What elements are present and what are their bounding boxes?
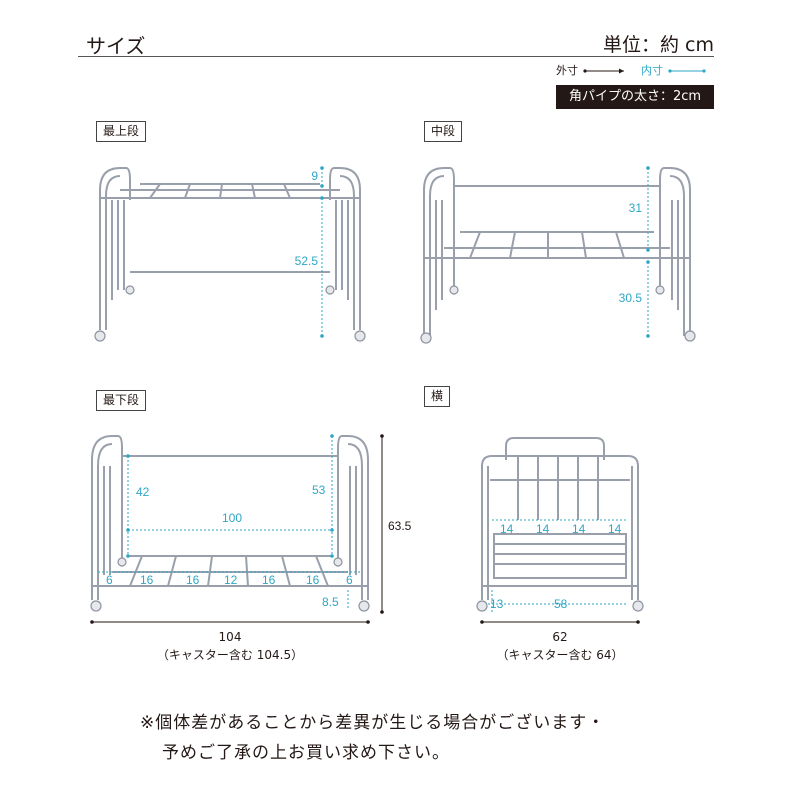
dim-middle-31: 31 bbox=[629, 201, 643, 215]
side-width: 62 bbox=[552, 630, 568, 644]
legend-outer-arrow-icon bbox=[582, 68, 624, 74]
legend-inner-label: 内寸 bbox=[641, 64, 663, 77]
side-spacing-value: 14 bbox=[572, 522, 586, 536]
label-bottom-shelf: 最下段 bbox=[96, 390, 147, 411]
bottom-width: 104 bbox=[218, 630, 242, 644]
side-width-casters: （キャスター含む 64） bbox=[496, 648, 624, 662]
spacing-value: 12 bbox=[224, 573, 238, 587]
dim-top-52-5: 52.5 bbox=[295, 254, 319, 268]
spacing-value: 6 bbox=[346, 573, 353, 587]
spacing-value: 6 bbox=[106, 573, 113, 587]
dim-middle-30-5: 30.5 bbox=[619, 291, 643, 305]
bottom-width-casters: （キャスター含む 104.5） bbox=[156, 648, 304, 662]
spacing-value: 16 bbox=[140, 573, 154, 587]
side-spacing-value: 14 bbox=[536, 522, 550, 536]
dim-side-13: 13 bbox=[490, 597, 504, 611]
dim-bottom-63-5: 63.5 bbox=[388, 519, 412, 533]
dim-bottom-42: 42 bbox=[136, 485, 150, 499]
dim-bottom-100: 100 bbox=[222, 511, 242, 525]
bottom-spacings: 6 16 16 12 16 16 6 bbox=[106, 573, 353, 587]
dim-bottom-53: 53 bbox=[312, 483, 326, 497]
page-title: サイズ bbox=[86, 34, 146, 58]
header-divider bbox=[78, 56, 714, 57]
legend-outer-label: 外寸 bbox=[556, 64, 578, 77]
dim-side-58: 58 bbox=[554, 597, 568, 611]
spacing-value: 16 bbox=[186, 573, 200, 587]
label-middle-shelf: 中段 bbox=[424, 121, 463, 142]
legend-inner-arrow-icon bbox=[667, 69, 706, 73]
spacing-value: 16 bbox=[262, 573, 276, 587]
unit-label: 単位：約 cm bbox=[603, 34, 714, 56]
label-top-shelf: 最上段 bbox=[96, 121, 147, 142]
legend-outer: 外寸 bbox=[556, 62, 626, 78]
side-spacing-value: 14 bbox=[608, 522, 622, 536]
dim-top-9: 9 bbox=[311, 169, 318, 183]
disclaimer-line-1: ※個体差があることから差異が生じる場合がございます・ bbox=[140, 713, 606, 733]
label-side-view: 横 bbox=[424, 386, 451, 407]
dim-bottom-8-5: 8.5 bbox=[322, 595, 339, 609]
disclaimer-line-2: 予めご了承の上お買い求め下さい。 bbox=[162, 743, 450, 763]
spacing-value: 16 bbox=[306, 573, 320, 587]
legend-inner: 内寸 bbox=[641, 62, 707, 78]
pipe-thickness-badge: 角パイプの太さ：2cm bbox=[556, 85, 714, 109]
side-spacing-value: 14 bbox=[500, 522, 514, 536]
